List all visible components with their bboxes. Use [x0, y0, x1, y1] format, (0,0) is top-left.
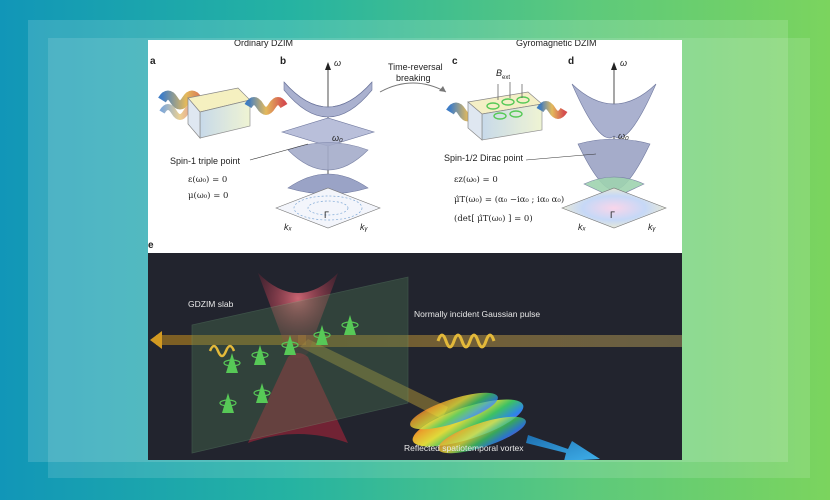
- transmitted-arrow-head: [150, 331, 162, 349]
- dirac-point-pointer: [525, 153, 597, 161]
- kx-label-b: kₓ: [284, 222, 292, 232]
- transition-label-line2: breaking: [396, 73, 431, 83]
- gdzim-slab-label: GDZIM slab: [188, 299, 234, 309]
- reflected-vortex-label: Reflected spatiotemporal vortex: [404, 443, 524, 453]
- figure-top-panels: Ordinary DZIM Gyromagnetic DZIM a b c d …: [148, 40, 682, 253]
- panel-b-triple-cones: [275, 62, 381, 229]
- gamma-label-b: Γ: [324, 210, 329, 220]
- incident-beam: [298, 335, 682, 347]
- transmitted-beam: [156, 335, 306, 345]
- panel-e-svg: [150, 273, 682, 460]
- omega-axis-label-b: ω: [334, 58, 342, 68]
- ky-label-b: kᵧ: [360, 222, 368, 232]
- right-eq-mu-tensor: μ̂T(ω₀) = (α₀ −iα₀ ; iα₀ α₀): [454, 195, 565, 205]
- red-dirac-cone-lower: [248, 353, 348, 443]
- kx-label-d: kₓ: [578, 222, 586, 232]
- panel-label-d: d: [568, 56, 575, 67]
- red-dirac-cone-upper: [258, 273, 338, 358]
- panel-label-b: b: [280, 56, 287, 67]
- right-eq-epsilon: εz(ω₀) = 0: [454, 175, 498, 185]
- header-gyromagnetic: Gyromagnetic DZIM: [516, 40, 597, 48]
- transition-arrow: [379, 82, 447, 93]
- ky-label-d: kᵧ: [648, 222, 656, 232]
- gaussian-pulse: [436, 333, 496, 349]
- panel-e-dark-scene: GDZIM slab Normally incident Gaussian pu…: [148, 253, 682, 460]
- panel-label-c: c: [452, 56, 458, 67]
- reflected-beam: [300, 339, 448, 419]
- transition-label-line1: Time-reversal: [388, 62, 443, 72]
- gamma-label-d: Γ: [610, 210, 615, 220]
- left-eq-mu: μ(ω₀) = 0: [188, 191, 229, 201]
- incident-pulse-label: Normally incident Gaussian pulse: [414, 309, 541, 319]
- spin-cones: [219, 315, 359, 413]
- slab-pulse: [208, 344, 236, 358]
- triple-point-pointer: [249, 143, 309, 161]
- omega-axis-label-d: ω: [620, 58, 628, 68]
- spin1-triple-point-label: Spin-1 triple point: [170, 156, 241, 166]
- reflected-direction-arrow: [526, 435, 600, 460]
- gdzim-slab: [191, 276, 409, 454]
- figure-paper: Ordinary DZIM Gyromagnetic DZIM a b c d …: [148, 40, 682, 460]
- omega0-label-b: ω₀: [332, 133, 343, 143]
- panel-a-slab-diagram: [158, 87, 288, 139]
- spatiotemporal-vortex: [410, 392, 526, 454]
- header-ordinary: Ordinary DZIM: [234, 40, 294, 48]
- top-diagram-svg: [158, 62, 667, 229]
- panel-label-e: e: [148, 240, 154, 251]
- panel-d-dirac-cones: [561, 62, 667, 229]
- bext-label: Bext: [496, 68, 511, 81]
- left-eq-epsilon: ε(ω₀) = 0: [188, 175, 228, 185]
- omega0-label-d: ω₀: [618, 131, 629, 141]
- panel-label-a: a: [150, 56, 156, 67]
- right-eq-determinant: (det[ μ̂T(ω₀) ] = 0): [454, 214, 533, 224]
- spin-half-dirac-point-label: Spin-1/2 Dirac point: [444, 153, 524, 163]
- panel-c-gyromagnetic-slab: [446, 82, 568, 141]
